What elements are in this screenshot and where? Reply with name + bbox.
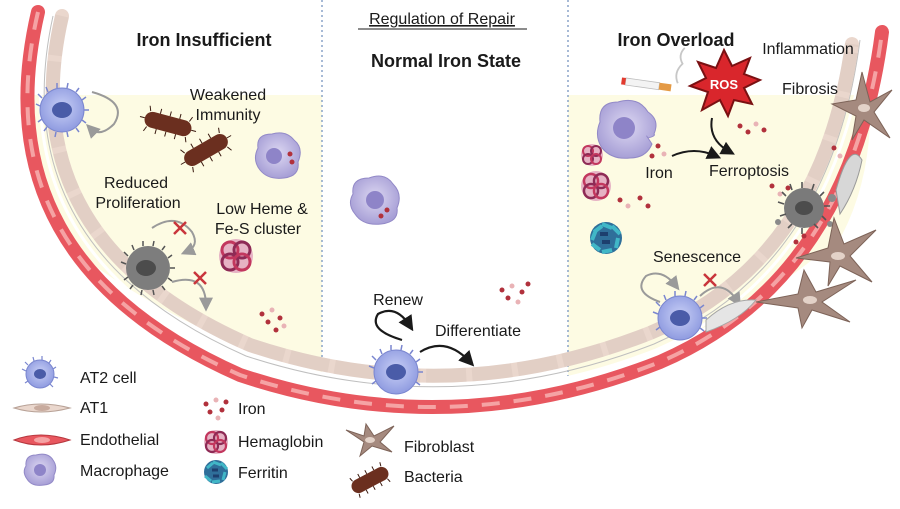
legend-endothelial-icon: [12, 434, 72, 446]
right-iron-overload-zone: [568, 95, 871, 378]
legend-hemaglobin-label: Hemaglobin: [238, 434, 323, 451]
ferritin-icon: [590, 222, 622, 254]
legend-bacteria-label: Bacteria: [404, 469, 463, 486]
legend-fibroblast-label: Fibroblast: [404, 439, 475, 456]
endothelial-highlight: [25, 11, 884, 409]
hemaglobin-icon: [219, 239, 253, 273]
senescence-differentiate-arrow: [699, 286, 741, 307]
fibroblast-icon: [830, 71, 893, 141]
ros-burst-icon: [687, 47, 763, 119]
hemaglobin-icon: [581, 171, 611, 201]
flattened-cell: [705, 299, 757, 333]
senescent-at2-cell-icon: [652, 290, 707, 341]
legend-ferritin-label: Ferritin: [238, 465, 288, 482]
legend-bacteria-icon: [349, 462, 391, 498]
renew-arrow: [374, 309, 414, 342]
hemaglobin-icon: [581, 144, 603, 166]
differentiate-arrow: [419, 344, 475, 367]
left-panel: Weakened Immunity Reduced Proliferation …: [35, 82, 308, 333]
fibroblast-icon: [795, 216, 877, 287]
reduced-proliferation-label-2: Proliferation: [95, 195, 180, 212]
at1-layer: [45, 9, 859, 383]
right-panel: Inflammation Fibrosis ROS: [581, 41, 893, 341]
macrophage-icon: [596, 99, 657, 159]
damaged-at1-cell: [835, 153, 863, 216]
right-section-title: Iron Overload: [617, 30, 734, 50]
middle-panel: Renew Differentiate: [349, 175, 531, 395]
at1-layer-outline: [45, 14, 859, 383]
block-x-mark-3: [703, 273, 717, 287]
middle-section-title: Normal Iron State: [371, 51, 521, 71]
legend-at1-label: AT1: [80, 400, 108, 417]
at2-cell-icon: [35, 82, 89, 138]
low-heme-label-1: Low Heme &: [216, 201, 308, 218]
section-titles: Regulation of Repair Iron Insufficient N…: [137, 11, 735, 71]
iron-particles: [259, 307, 287, 333]
bacteria-icon: [139, 105, 197, 143]
fibrosis-label: Fibrosis: [782, 81, 838, 98]
low-heme-label-2: Fe-S cluster: [215, 221, 302, 238]
legend-macrophage-label: Macrophage: [80, 463, 169, 480]
legend-iron-icon: [203, 397, 229, 421]
at2-cell-icon: [368, 344, 423, 395]
weakened-immunity-label-2: Immunity: [196, 107, 261, 124]
weakened-immunity-label-1: Weakened: [190, 87, 266, 104]
macrophage-icon: [254, 132, 301, 179]
basement-membrane-edge: [43, 15, 861, 388]
macrophage-icon: [349, 175, 400, 225]
legend-at2-icon: [21, 356, 59, 389]
ros-to-ferroptosis-arrow: [710, 117, 735, 155]
legend-iron-label: Iron: [238, 401, 266, 418]
legend-macrophage-icon: [23, 453, 57, 486]
legend-endothelial-label: Endothelial: [80, 432, 159, 449]
iron-particles: [499, 281, 531, 305]
legend-fibroblast-icon: [345, 422, 395, 458]
cigarette-icon: [621, 47, 686, 92]
legend-at1-icon: [12, 403, 72, 413]
inflammation-label: Inflammation: [762, 41, 854, 58]
basement-membrane: [38, 13, 868, 395]
alveolar-wall: [20, 5, 889, 414]
legend-ferritin-icon: [204, 460, 229, 484]
blocked-proliferation-arrow: [151, 220, 197, 256]
legend-at2-label: AT2 cell: [80, 370, 137, 387]
fibroblast-icon: [755, 268, 857, 330]
senescence-renew-arrow: [640, 272, 680, 303]
iron-to-ferroptosis-arrow: [671, 146, 722, 159]
ferroptotic-cell-icon: [775, 182, 836, 234]
differentiate-label: Differentiate: [435, 323, 521, 340]
renew-label: Renew: [373, 292, 423, 309]
ferroptosis-label: Ferroptosis: [709, 163, 789, 180]
senescence-label: Senescence: [653, 249, 741, 266]
damaged-at2-cell-icon: [120, 240, 175, 296]
self-renew-loop-arrow-left: [86, 91, 119, 139]
left-section-title: Iron Insufficient: [137, 30, 272, 50]
ros-label: ROS: [710, 77, 739, 92]
blocked-differentiation-arrow: [171, 278, 213, 312]
iron-particles: [617, 121, 843, 245]
diagram-title: Regulation of Repair: [369, 11, 516, 28]
bacteria-icon: [180, 127, 232, 173]
block-x-mark-2: [193, 271, 207, 285]
legend: AT2 cell AT1 Endothelial Macrophage Iron: [12, 356, 475, 498]
iron-label: Iron: [645, 165, 673, 182]
legend-hemaglobin-icon: [204, 430, 228, 454]
block-x-mark: [173, 221, 187, 235]
reduced-proliferation-label-1: Reduced: [104, 175, 168, 192]
